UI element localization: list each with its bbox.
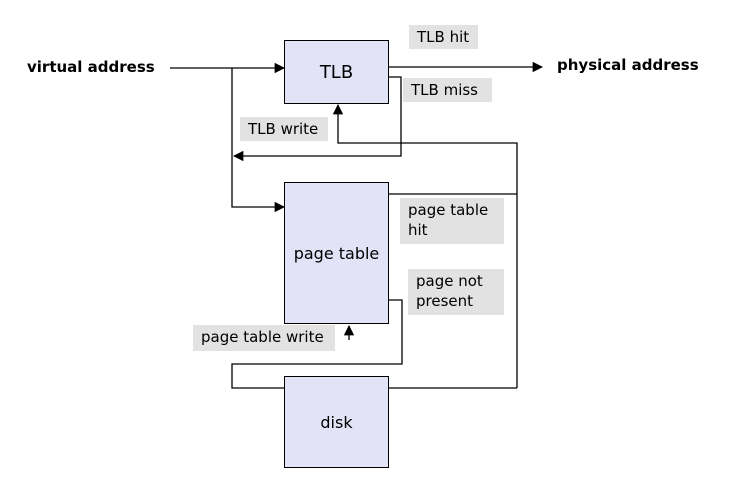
tlb-write-label: TLB write bbox=[240, 117, 328, 141]
tlb-box: TLB bbox=[284, 40, 389, 104]
virtual-address-label: virtual address bbox=[27, 58, 155, 76]
edge-tlb-write bbox=[332, 103, 518, 388]
disk-box: disk bbox=[284, 376, 389, 468]
physical-address-label: physical address bbox=[557, 56, 699, 74]
page-not-present-label: page not present bbox=[408, 269, 504, 315]
page-table-box: page table bbox=[284, 182, 389, 324]
tlb-hit-label: TLB hit bbox=[409, 25, 478, 49]
page-table-hit-label: page table hit bbox=[400, 198, 504, 244]
page-table-write-label: page table write bbox=[193, 325, 335, 351]
edge-page-not-present bbox=[231, 299, 403, 389]
edge-virtual-to-page-table bbox=[231, 68, 286, 213]
tlb-miss-label: TLB miss bbox=[403, 78, 492, 102]
edge-tlb-miss bbox=[232, 76, 402, 162]
